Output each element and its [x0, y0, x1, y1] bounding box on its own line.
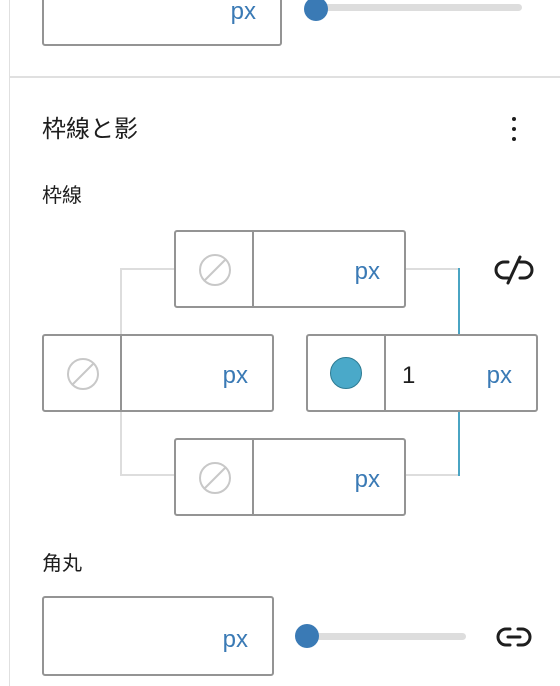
border-right-unit[interactable]: px	[486, 362, 512, 389]
border-left-unit[interactable]: px	[222, 362, 248, 389]
control-divider	[384, 336, 386, 410]
control-divider	[252, 232, 254, 306]
size-slider-thumb[interactable]	[304, 0, 328, 21]
guide-line	[120, 268, 122, 336]
section-divider	[10, 76, 560, 78]
radius-label: 角丸	[42, 553, 82, 575]
border-right-control[interactable]: 1 px	[306, 334, 538, 412]
control-divider	[252, 440, 254, 514]
guide-line	[120, 474, 176, 476]
more-vertical-icon[interactable]	[509, 117, 519, 147]
radius-unit[interactable]: px	[222, 626, 248, 653]
no-color-icon[interactable]	[66, 357, 100, 391]
radius-slider-track[interactable]	[300, 633, 466, 640]
size-input[interactable]: px	[42, 0, 282, 46]
size-slider-track[interactable]	[312, 4, 522, 11]
radius-input[interactable]: px	[42, 596, 274, 676]
guide-line	[404, 474, 460, 476]
radius-slider-thumb[interactable]	[295, 624, 319, 648]
no-color-icon[interactable]	[198, 461, 232, 495]
border-top-control[interactable]: px	[174, 230, 406, 308]
sidebar-edge	[9, 0, 10, 686]
link-icon[interactable]	[494, 620, 534, 654]
panel-title: 枠線と影	[42, 116, 138, 143]
border-label: 枠線	[42, 185, 82, 207]
border-top-unit[interactable]: px	[354, 258, 380, 285]
size-unit-label: px	[230, 0, 256, 25]
guide-line	[404, 268, 460, 270]
guide-line	[120, 410, 122, 476]
guide-line-active	[458, 410, 460, 476]
border-bottom-control[interactable]: px	[174, 438, 406, 516]
border-left-control[interactable]: px	[42, 334, 274, 412]
border-color-swatch[interactable]	[330, 357, 362, 389]
unlink-icon[interactable]	[494, 252, 534, 288]
control-divider	[120, 336, 122, 410]
border-right-width[interactable]: 1	[402, 362, 416, 389]
no-color-icon[interactable]	[198, 253, 232, 287]
guide-line	[120, 268, 176, 270]
guide-line-active	[458, 268, 460, 334]
border-bottom-unit[interactable]: px	[354, 466, 380, 493]
